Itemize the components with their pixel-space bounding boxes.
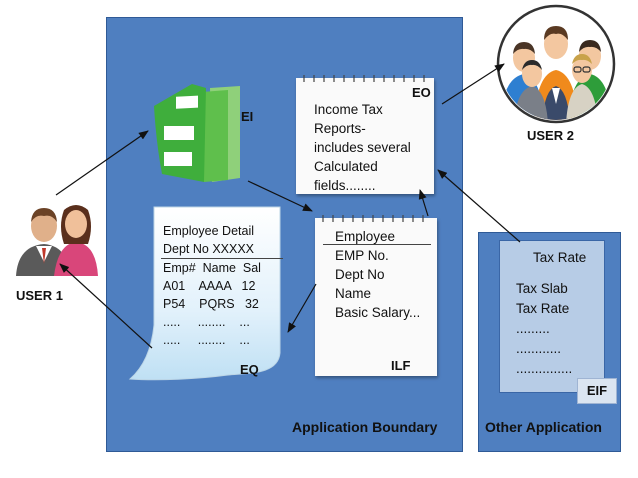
ilf-label: ILF — [391, 358, 411, 373]
arrow-ilf-to-eq — [287, 283, 317, 333]
arrow-eo-to-user2 — [441, 63, 505, 105]
eif-line: ......... — [516, 321, 550, 336]
eif-line: ............... — [516, 361, 573, 376]
arrow-eq-to-user1 — [59, 263, 153, 349]
eq-line: A01 AAAA 12 — [163, 279, 256, 293]
eif-title: Tax Rate — [533, 250, 587, 265]
eq-label: EQ — [240, 362, 259, 377]
eif-label: EIF — [577, 378, 617, 404]
ilf-line: Employee — [335, 229, 396, 244]
eq-line: ..... ........ ... — [163, 315, 250, 329]
eif-line: ............ — [516, 341, 562, 356]
arrow-eif-to-eo — [437, 169, 521, 243]
ei-form-icon — [154, 84, 240, 182]
eo-line: Reports- — [314, 121, 366, 136]
ilf-line: Dept No — [335, 267, 385, 282]
arrow-user1-to-ei — [55, 130, 149, 196]
user2-label: USER 2 — [527, 128, 574, 143]
eq-paper-shape — [128, 206, 281, 381]
eo-line: Calculated — [314, 159, 378, 174]
eo-line: fields........ — [314, 178, 376, 193]
eq-line: Emp# Name Sal — [163, 261, 261, 275]
eq-line: Employee Detail — [163, 224, 255, 238]
ilf-notepad: Employee EMP No. Dept No Name Basic Sala… — [315, 215, 437, 376]
eo-label: EO — [412, 85, 431, 100]
user2-group-icon — [496, 4, 616, 124]
ei-label: EI — [241, 109, 254, 124]
eq-line: Dept No XXXXX — [163, 242, 255, 256]
eif-line: Tax Slab — [516, 281, 568, 296]
arrow-ei-to-ilf — [247, 180, 313, 212]
ilf-line: Basic Salary... — [335, 305, 421, 320]
arrow-ilf-to-eo — [418, 189, 429, 217]
spiral-binding-icon — [322, 215, 424, 222]
application-boundary-label: Application Boundary — [292, 419, 438, 435]
ilf-line: EMP No. — [335, 248, 389, 263]
spiral-binding-icon — [303, 75, 425, 82]
eo-line: includes several — [314, 140, 411, 155]
user1-people-icon — [16, 205, 98, 276]
user1-label: USER 1 — [16, 288, 63, 303]
ilf-line: Name — [335, 286, 372, 301]
eo-notepad: EO Income Tax Reports- includes several … — [296, 75, 434, 194]
eq-line: ..... ........ ... — [163, 333, 250, 347]
ilf-divider — [323, 244, 431, 245]
eo-line: Income Tax — [314, 102, 383, 117]
other-application-label: Other Application — [485, 419, 602, 435]
eq-divider — [161, 258, 283, 259]
eq-content: Employee Detail Dept No XXXXX Emp# Name … — [161, 222, 283, 349]
eq-line: P54 PQRS 32 — [163, 297, 259, 311]
eif-tax-rate-box: Tax Rate Tax Slab Tax Rate ......... ...… — [499, 240, 605, 393]
eif-line: Tax Rate — [516, 301, 570, 316]
